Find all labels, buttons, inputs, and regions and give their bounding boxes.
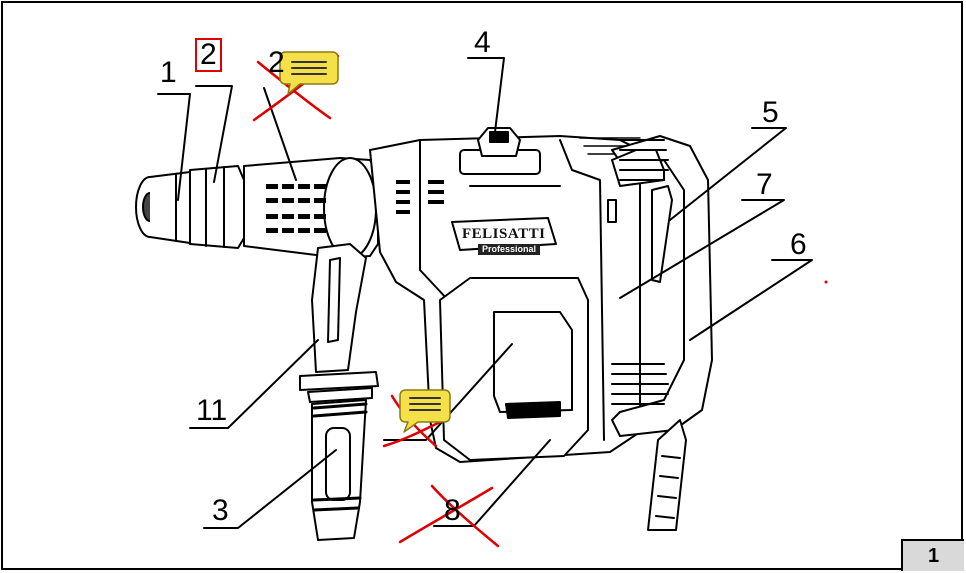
comment-note-icon[interactable] xyxy=(399,389,451,433)
leader-lines xyxy=(157,57,813,529)
callout-7: 7 xyxy=(756,168,773,201)
red-dot xyxy=(824,280,828,284)
callout-2-struck: 2 xyxy=(268,46,285,79)
comment-note-icon[interactable] xyxy=(279,51,339,95)
barrel xyxy=(243,157,379,259)
callout-5: 5 xyxy=(762,96,779,129)
brand-plate xyxy=(451,217,557,251)
chuck-sleeve xyxy=(189,165,245,249)
strike-mark-8 xyxy=(398,484,500,548)
callout-4: 4 xyxy=(474,26,491,59)
callout-6: 6 xyxy=(790,228,807,261)
rear-handle xyxy=(607,135,713,531)
callout-1: 1 xyxy=(160,56,177,89)
mode-selector-switch xyxy=(477,127,521,157)
chuck xyxy=(135,171,191,244)
callout-8-struck: 8 xyxy=(444,494,461,527)
brand-name: FELISATTI xyxy=(462,226,546,242)
brand-subtitle: Professional xyxy=(478,244,541,255)
callout-2-boxed: 2 xyxy=(195,38,222,72)
callout-11: 11 xyxy=(196,394,228,427)
callout-3: 3 xyxy=(212,494,229,527)
figure-number-badge: 1 xyxy=(901,539,964,571)
gear-housing xyxy=(439,277,589,461)
side-handle xyxy=(299,243,379,541)
